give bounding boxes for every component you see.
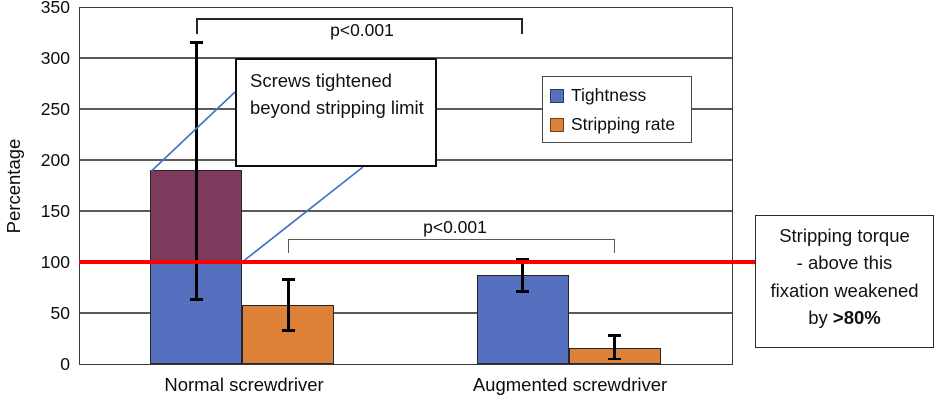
error-cap-bottom	[608, 357, 622, 361]
error-bar-stripping-rate-normal-screwdriver	[286, 279, 290, 331]
p-value-label-tightness: p<0.001	[330, 20, 394, 40]
p-value-label-stripping: p<0.001	[423, 217, 487, 237]
y-tick-label-350: 350	[40, 0, 70, 17]
side-note-line: fixation weakened	[770, 279, 919, 301]
error-bar-tightness-augmented-screwdriver	[521, 258, 525, 292]
error-bar-stripping-rate-augmented-screwdriver	[613, 335, 617, 359]
stripping-rate-swatch-icon	[550, 117, 564, 132]
x-category-label-augmented: Augmented screwdriver	[472, 374, 668, 395]
gridline-150	[79, 210, 732, 212]
reference-line	[79, 260, 755, 264]
tightness-swatch-icon	[550, 88, 564, 103]
error-cap-top	[608, 334, 622, 337]
legend: Tightness Stripping rate	[542, 76, 692, 143]
significance-bracket-stripping	[288, 239, 615, 253]
callout-text: Screws tightened beyond stripping limit	[250, 70, 424, 118]
significance-bracket-tightness	[196, 18, 523, 34]
gridline-50	[79, 312, 732, 314]
side-note-line: by >80%	[808, 307, 881, 329]
legend-item-tightness: Tightness	[550, 85, 691, 106]
side-note-line: Stripping torque	[779, 225, 910, 246]
side-note-box: Stripping torque - above this fixation w…	[755, 215, 934, 348]
side-note-line: - above this	[796, 252, 893, 274]
gridline-300	[79, 57, 732, 59]
legend-label: Stripping rate	[571, 114, 676, 134]
callout-box: Screws tightened beyond stripping limit	[235, 58, 437, 167]
error-cap-bottom	[516, 290, 530, 293]
y-tick-label-0: 0	[60, 354, 70, 374]
legend-item-stripping-rate: Stripping rate	[550, 114, 691, 135]
legend-label: Tightness	[571, 85, 647, 105]
y-tick-label-300: 300	[40, 48, 70, 68]
y-tick-label-250: 250	[40, 99, 70, 119]
y-tick-label-50: 50	[50, 303, 70, 323]
y-tick-label-200: 200	[40, 150, 70, 170]
error-cap-top	[189, 41, 203, 44]
error-cap-bottom	[189, 298, 203, 302]
error-cap-top	[516, 257, 530, 261]
y-tick-label-150: 150	[40, 201, 70, 221]
error-cap-bottom	[281, 329, 295, 332]
side-note-bold-value: >80%	[832, 307, 881, 329]
error-cap-top	[281, 278, 295, 281]
x-category-label-normal: Normal screwdriver	[164, 374, 324, 395]
y-tick-label-100: 100	[40, 252, 70, 272]
